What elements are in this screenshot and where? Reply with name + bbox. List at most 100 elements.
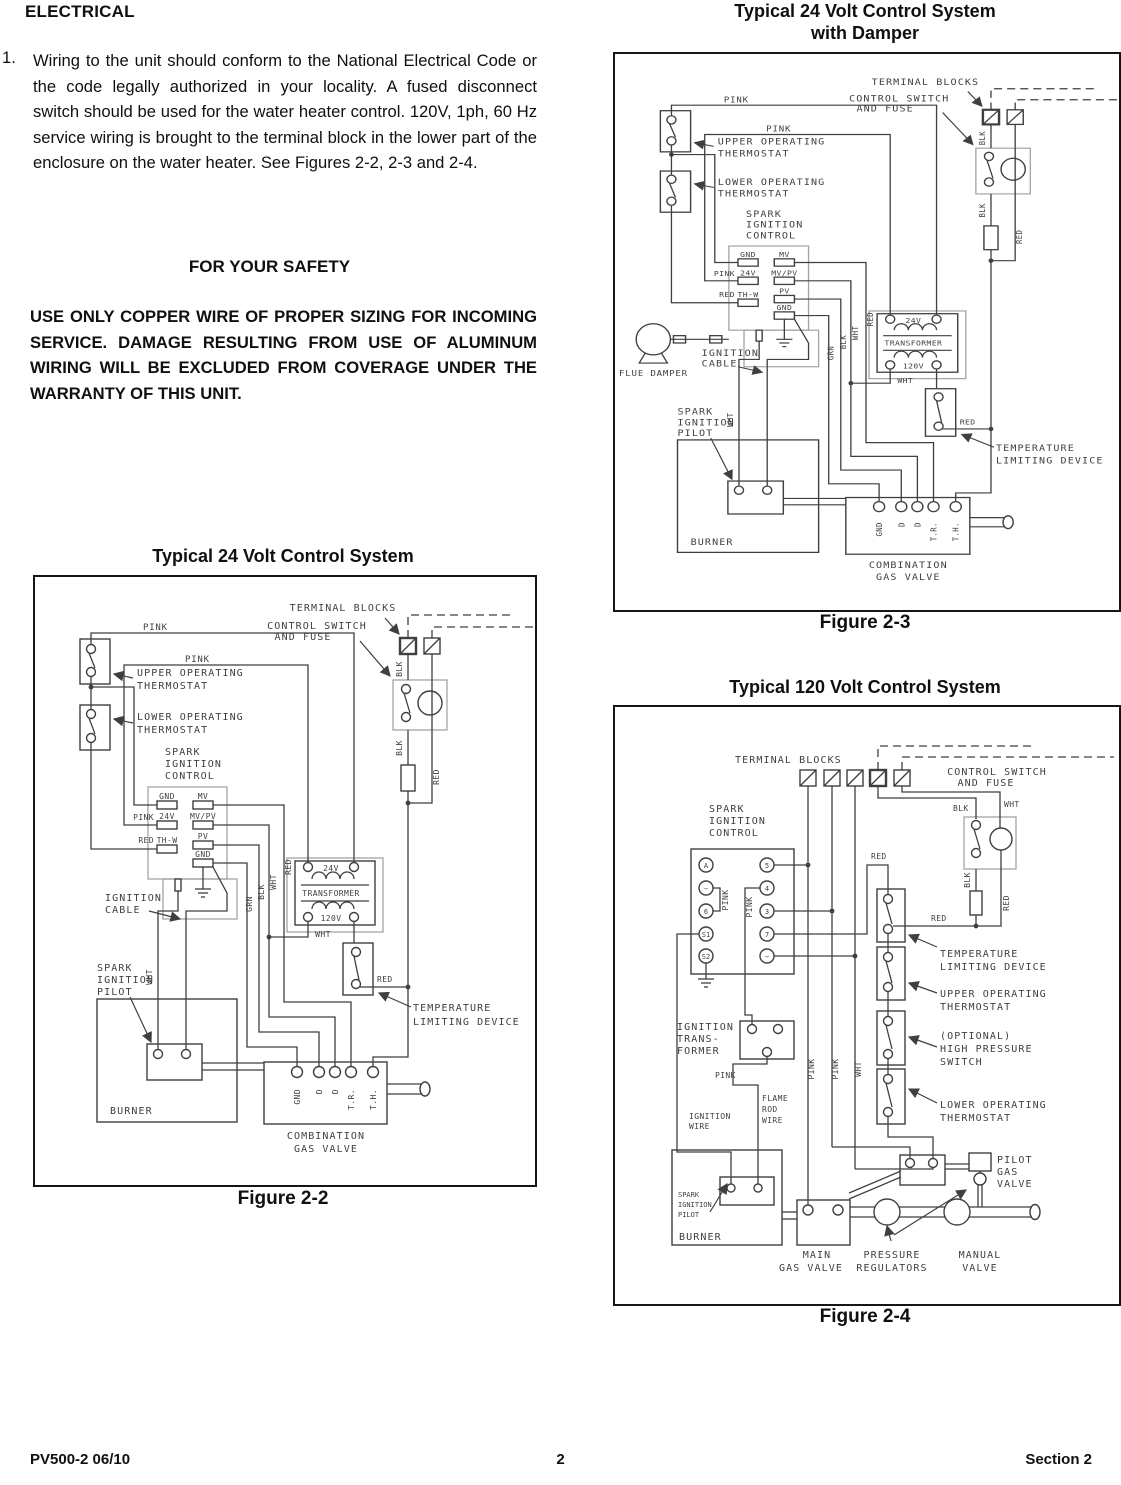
wire-label: PINK: [721, 890, 730, 911]
footer-page-number: 2: [556, 1451, 565, 1468]
burner-label: BURNER: [110, 1106, 153, 1117]
terminal-label: 24V: [159, 812, 175, 821]
sic-label2: IGNITION: [746, 220, 803, 230]
wire-label: WHT: [726, 413, 735, 427]
fig23-svg: PINK PINK TERMINAL BLOCKS CONTROL SWITCH…: [619, 77, 1117, 583]
wire-label: PINK: [745, 897, 754, 918]
terminal-label: GND: [195, 850, 211, 859]
tld-label1: TEMPERATURE: [413, 1003, 491, 1014]
section-heading: ELECTRICAL: [25, 2, 135, 21]
valve-terminal-label: T.H.: [369, 1089, 378, 1110]
lower-thermostat-label: LOWER OPERATING: [718, 177, 826, 187]
lot-label1: LOWER OPERATING: [940, 1100, 1047, 1111]
flue-damper: [635, 323, 729, 364]
pilot-gas-valve-label1: PILOT: [997, 1155, 1033, 1166]
footer-doc-number: PV500-2 06/10: [30, 1451, 131, 1468]
wire-label: WHT: [851, 326, 860, 340]
terminal-label: 24V: [740, 269, 756, 278]
hps-label3: SWITCH: [940, 1057, 983, 1068]
terminal-blocks-label: TERMINAL BLOCKS: [872, 77, 980, 87]
numbered-paragraph: 1. Wiring to the unit should conform to …: [0, 48, 537, 176]
valve-terminal-label: D: [913, 522, 922, 527]
valve-terminal-label: T.R.: [347, 1089, 356, 1110]
upper-thermostat-label2: THERMOSTAT: [718, 149, 790, 159]
fig23-title-line2: with Damper: [810, 23, 920, 43]
switch-chain: [876, 888, 906, 1125]
gas-valve-label2: GAS VALVE: [876, 572, 941, 582]
safety-heading: FOR YOUR SAFETY: [188, 257, 351, 276]
manual-valve-label1: MANUAL: [959, 1250, 1002, 1261]
pilot-label1: SPARK: [677, 407, 713, 417]
transformer-120v: 120V: [903, 362, 924, 371]
sic-label1: SPARK: [709, 804, 745, 815]
upper-thermostat-label: UPPER OPERATING: [137, 668, 244, 679]
wire-label: PINK: [714, 270, 735, 279]
pilot-gas-valve-label2: GAS: [997, 1167, 1018, 1178]
terminal-block-icons: [799, 768, 911, 788]
pilot-label2: IGNITION: [677, 418, 734, 428]
ign-transformer-label2: TRANS-: [677, 1034, 720, 1045]
wire-label: BLK: [963, 872, 972, 888]
uot-label2: THERMOSTAT: [940, 1002, 1011, 1013]
wire-label: BLK: [395, 740, 404, 756]
terminals: [698, 819, 987, 1226]
control-switch-box: [963, 816, 1017, 870]
transformer-24v: 24V: [323, 864, 339, 873]
pilot-box: [146, 1043, 203, 1081]
control-switch-box: [975, 147, 1031, 195]
ignition-cable-label2: CABLE: [702, 359, 738, 369]
wire-label: WHT: [854, 1061, 863, 1077]
upper-thermostat-label: UPPER OPERATING: [718, 137, 826, 147]
wire-label: PINK: [143, 623, 168, 633]
valve-terminal-label: T.R.: [929, 522, 938, 541]
terminal-label: 5: [765, 862, 769, 870]
pilot-label2: IGNITION: [97, 975, 154, 986]
fig24-diagram: TERMINAL BLOCKS CONTROL SWITCH AND FUSE …: [613, 705, 1121, 1306]
wire-label: RED: [719, 291, 735, 300]
terminal-label: 7: [765, 931, 769, 939]
valve-terminal-label: D: [315, 1089, 324, 1094]
safety-warning: USE ONLY COPPER WIRE OF PROPER SIZING FO…: [30, 307, 537, 403]
sic-label3: CONTROL: [709, 828, 759, 839]
mgv-label2: GAS VALVE: [779, 1263, 843, 1274]
ignition-cable-label1: IGNITION: [702, 348, 759, 358]
wire-label: BLK: [839, 335, 848, 349]
valve-terminal-label: GND: [293, 1089, 302, 1105]
hps-label1: (OPTIONAL): [940, 1031, 1011, 1042]
flue-damper-label: FLUE DAMPER: [619, 369, 688, 379]
wire-label: BLK: [978, 131, 987, 145]
transformer-24v: 24V: [905, 316, 921, 325]
transformer-120v: 120V: [321, 914, 342, 923]
terminal-label: S1: [702, 931, 710, 939]
mgv-label1: MAIN: [803, 1250, 831, 1261]
wire-label: RED: [1002, 895, 1011, 911]
wire-label: WHT: [897, 377, 913, 386]
manual-valve-label2: VALVE: [962, 1263, 998, 1274]
lower-thermostat-label: LOWER OPERATING: [137, 712, 244, 723]
terminal-label: MV: [198, 792, 208, 801]
and-fuse-label: AND FUSE: [275, 632, 332, 643]
lower-thermostat-label2: THERMOSTAT: [718, 189, 790, 199]
valve-terminal-label: D: [897, 522, 906, 527]
cable-enclosure: [743, 329, 820, 368]
flame-rod-label1: FLAME: [762, 1094, 788, 1103]
gas-valve-label2: GAS VALVE: [294, 1144, 358, 1155]
terminals: [85, 643, 412, 1079]
terminal-label: MV/PV: [771, 269, 797, 278]
fig24-svg: TERMINAL BLOCKS CONTROL SWITCH AND FUSE …: [671, 745, 1114, 1274]
fig22-caption: Figure 2-2: [237, 1188, 329, 1209]
terminals: [666, 115, 995, 513]
terminal-block-icons: [398, 636, 441, 656]
terminal-blocks-label: TERMINAL BLOCKS: [290, 603, 397, 614]
lot-label2: THERMOSTAT: [940, 1113, 1011, 1124]
pilot-ignitor-box: [719, 1176, 775, 1206]
uot-label1: UPPER OPERATING: [940, 989, 1047, 1000]
wire-label: RED: [931, 914, 947, 923]
wire-label: WHT: [269, 874, 278, 890]
terminal-label: GND: [776, 303, 792, 312]
tld-label2: LIMITING DEVICE: [996, 456, 1104, 466]
and-fuse-label: AND FUSE: [856, 104, 913, 114]
terminal-blocks-label: TERMINAL BLOCKS: [735, 755, 842, 766]
gas-valve-box: [263, 1061, 388, 1125]
terminal-label: 4: [765, 885, 769, 893]
